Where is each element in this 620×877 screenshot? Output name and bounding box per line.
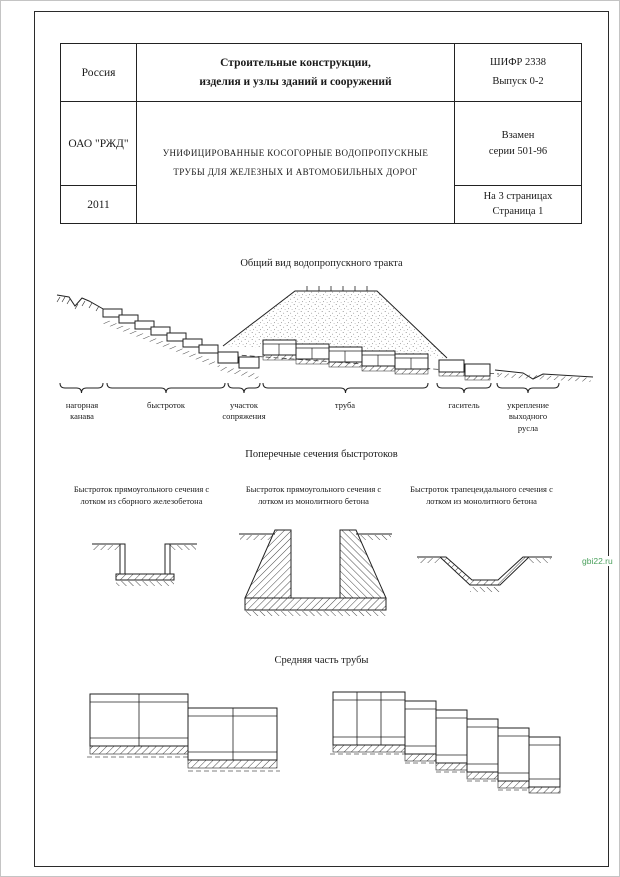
cross-section-monolithic-drawing <box>239 529 392 616</box>
title-block: Россия Строительные конструкции, изделия… <box>60 43 582 224</box>
pipe-middle-left-drawing <box>87 693 280 772</box>
section-title-cross-sections: Поперечные сечения быстротоков <box>245 449 398 460</box>
label-braces <box>59 382 560 394</box>
profile-label-chute: быстроток <box>147 400 185 410</box>
general-view-drawing <box>56 286 594 394</box>
profile-label-transition: участок сопряжения <box>222 400 266 422</box>
doc-code: ШИФР 2338 <box>490 57 546 69</box>
code-cell: ШИФР 2338 Выпуск 0-2 <box>455 44 581 102</box>
country-cell: Россия <box>61 44 137 102</box>
transition-soil-hatch <box>216 365 259 380</box>
chute-soil-hatch <box>103 319 216 366</box>
pipe-middle-right-drawing <box>330 691 561 794</box>
upslope-ditch <box>56 294 106 312</box>
section-title-general-view: Общий вид водопропускного тракта <box>240 258 403 269</box>
organization-cell: ОАО "РЖД" <box>61 102 137 186</box>
drawing-frame: Россия Строительные конструкции, изделия… <box>34 11 609 867</box>
sheets-cell: На 3 страницах Страница 1 <box>455 186 581 223</box>
cross-section-caption-trapezoidal: Быстроток трапецеидального сечения с лот… <box>410 484 553 506</box>
profile-label-dissipator: гаситель <box>448 400 480 410</box>
sheet-count: На 3 страницах <box>483 190 553 202</box>
outlet-channel <box>494 369 594 382</box>
profile-label-outlet: укрепление выходного русла <box>507 400 549 433</box>
outlet-basin <box>438 359 491 381</box>
cross-section-trapezoidal-drawing <box>417 556 552 592</box>
cross-section-precast-drawing <box>92 543 197 586</box>
sheet-number: Страница 1 <box>492 205 544 217</box>
doc-issue: Выпуск 0-2 <box>492 75 544 87</box>
chute-steps <box>102 308 219 354</box>
cross-section-caption-monolithic: Быстроток прямоугольного сечения с лотко… <box>245 484 382 506</box>
watermark: gbi22.ru <box>581 556 614 566</box>
document-title: УНИФИЦИРОВАННЫЕ КОСОГОРНЫЕ ВОДОПРОПУСКНЫ… <box>137 102 455 223</box>
section-title-middle-part: Средняя часть трубы <box>274 655 369 666</box>
replaces-cell: Взамен серии 501-96 <box>455 102 581 186</box>
pipe-sections <box>262 339 429 375</box>
general-view-labels: нагорная канава быстроток участок сопряж… <box>55 400 597 444</box>
series-title: Строительные конструкции, изделия и узлы… <box>137 44 455 102</box>
year-cell: 2011 <box>61 186 137 223</box>
transition-section <box>217 351 260 369</box>
profile-label-ditch: нагорная канава <box>65 400 99 422</box>
profile-label-pipe: труба <box>334 400 356 410</box>
cross-section-caption-precast: Быстроток прямоугольного сечения с лотко… <box>73 484 210 506</box>
